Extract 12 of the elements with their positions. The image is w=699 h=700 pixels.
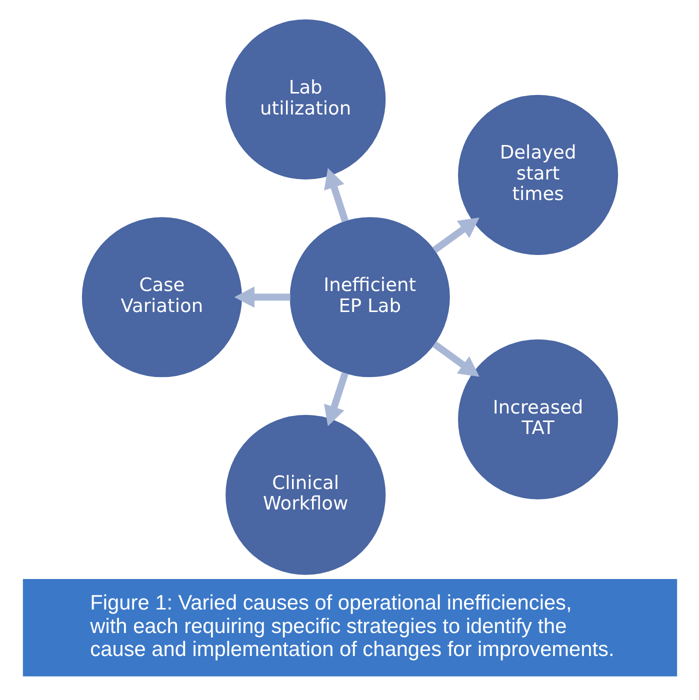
node-circle: Case Variation	[81, 216, 242, 377]
caption: Figure 1: Varied causes of operational inefficiencies, with each requiring specific strategies to identify the cause and implementation of changes for improvements.	[90, 591, 614, 660]
arrow	[324, 167, 348, 222]
arrow	[234, 286, 290, 308]
arrow	[324, 371, 348, 426]
node-circle: Clinical Workflow	[225, 414, 386, 574]
node-circle: Inefficient EP Lab	[289, 216, 450, 377]
node-circle: Increased TAT	[458, 338, 618, 499]
node-circle: Lab utilization	[225, 18, 386, 179]
arrow	[432, 340, 479, 376]
node-circle: Delayed start times	[458, 94, 618, 254]
arrow	[432, 217, 479, 253]
